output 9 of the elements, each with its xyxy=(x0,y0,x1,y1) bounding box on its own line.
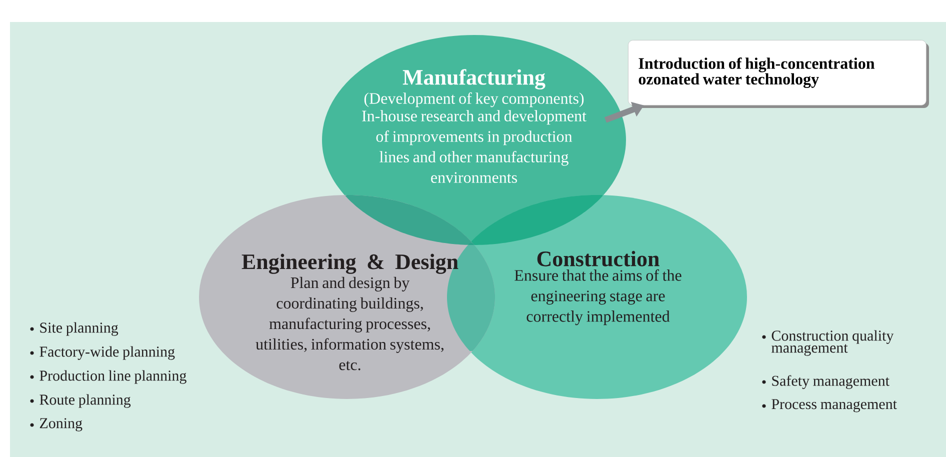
bullet-item: Safety management xyxy=(762,375,890,389)
bullet-item: Site planning xyxy=(30,322,118,336)
callout-box: Introduction of high-concentration ozonated water technology xyxy=(628,40,929,108)
bullet-item: Construction quality management xyxy=(762,330,894,356)
bullet-item: Process management xyxy=(762,399,897,412)
bullet-item: Route planning xyxy=(30,394,131,408)
bullet-item: Production line planning xyxy=(30,370,186,384)
bullet-item: Factory-wide planning xyxy=(30,346,175,360)
bullet-item: Zoning xyxy=(30,418,82,432)
